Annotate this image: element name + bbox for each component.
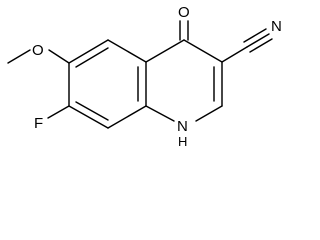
bond-lines — [7, 20, 273, 129]
molecule-drawing: O N O F N H — [7, 4, 282, 149]
ring-nitrogen-label: N — [177, 118, 188, 135]
ring-bond-c4-c3 — [183, 39, 223, 63]
nitrile-triple-bond-b — [243, 28, 267, 43]
ring-bond-c4a-c4 — [145, 39, 185, 63]
oxygen-ketone-label: O — [178, 4, 190, 21]
c3-cyano-bond — [221, 46, 248, 63]
c7-f-bond — [47, 105, 70, 119]
nitrile-triple-bond-a — [246, 33, 270, 48]
ring-bond-n1-c8a — [145, 105, 175, 122]
ring-hydrogen-label: H — [178, 134, 187, 149]
ring-bond-c2-n1 — [195, 105, 223, 122]
ring-bond-c6-c5 — [68, 39, 109, 64]
fluorine-label: F — [34, 115, 43, 132]
ring-bond-c8-c7 — [68, 105, 109, 129]
ring-bond-c8a-c8 — [107, 105, 147, 129]
methyl-o-bond — [7, 49, 31, 64]
methoxy-o-aryl-bond — [48, 49, 70, 64]
ring-bond-c5-c4a — [107, 39, 147, 63]
ring-bond-c8-c7-inner — [75, 101, 109, 121]
ring-bond-c6-c5-inner — [75, 47, 109, 68]
nitrogen-nitrile-label: N — [271, 18, 282, 35]
atom-labels: O N O F N H — [32, 4, 282, 149]
nitrile-triple-bond-c — [249, 38, 273, 53]
structure-canvas: O N O F N H — [7, 4, 282, 149]
oxygen-methoxy-label: O — [32, 42, 44, 59]
